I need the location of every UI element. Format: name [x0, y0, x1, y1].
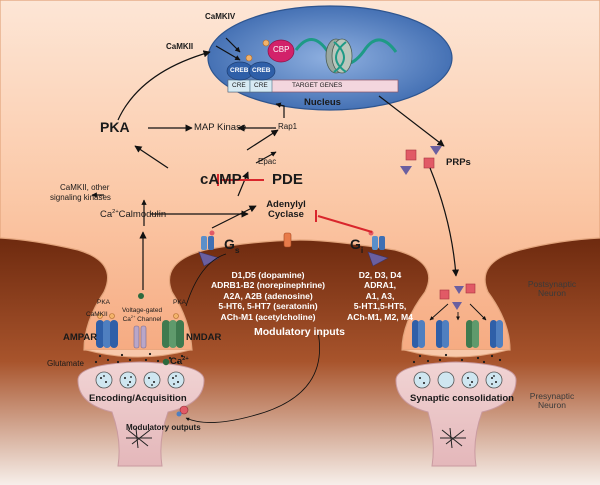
ampar-receptor: [96, 320, 118, 348]
input-item: A1, A3,: [365, 290, 395, 301]
camkiv-label: CaMKIV: [205, 12, 236, 21]
pde-label: PDE: [272, 171, 303, 188]
cre-label-2: CRE: [254, 82, 268, 89]
creb-label-1: CREB: [230, 67, 249, 74]
target-genes-label: TARGET GENES: [292, 82, 343, 89]
inhibition-lines: [217, 174, 373, 233]
adenylyl-cyclase-channel: [283, 232, 292, 248]
pka-label-ampar: PKA: [97, 299, 111, 306]
gs-receptor: [198, 230, 220, 267]
synaptic-consolidation-label: Synaptic consolidation: [410, 393, 514, 404]
glutamate-dots: [94, 352, 502, 364]
epac-label: Epac: [258, 157, 277, 166]
rap1-label: Rap1: [278, 122, 298, 131]
cbp-protein: [267, 39, 295, 63]
postsynaptic-neuron-label: Postsynaptic Neuron: [527, 279, 577, 298]
nmdar-receptor: [162, 320, 184, 348]
gi-label: Gi: [350, 236, 364, 255]
stimulatory-inputs-list: D1,D5 (dopamine) ADRB1-B2 (norepinephrin…: [206, 270, 330, 322]
signaling-kinases-label: signaling kinases: [50, 193, 111, 202]
postsynaptic-neuron: [0, 0, 600, 351]
prps-spine: [439, 283, 476, 310]
vesicles-left: [95, 371, 185, 389]
input-item: 5-HT6, 5-HT7 (seratonin): [218, 301, 318, 312]
chromatin: [294, 38, 398, 74]
cytoskeleton-left: [126, 427, 152, 449]
prps-label: PRPs: [446, 157, 471, 168]
pathway-arrows: [91, 37, 460, 423]
calcium-ion-upper: [138, 293, 144, 299]
prp-spread-arrows: [429, 303, 487, 321]
nmdar-label: NMDAR: [186, 332, 222, 343]
ca-calmodulin-label: Ca2+Calmodulin: [100, 209, 167, 221]
vgcc-channel: [133, 325, 147, 349]
presynaptic-terminal-left: [77, 361, 205, 467]
receptors-right: [412, 320, 503, 348]
synaptic-cleft-region: [0, 238, 600, 485]
map-kinase-label: MAP Kinase: [194, 122, 247, 133]
vgcc-label: Voltage-gated Ca2+ Channel: [121, 307, 163, 323]
pka-label: PKA: [100, 119, 130, 135]
vesicle-contents-left: [100, 375, 179, 386]
input-item: ACh-M1 (acetylcholine): [220, 311, 316, 322]
cre-label-1: CRE: [232, 82, 246, 89]
calcium-ion: [162, 358, 170, 366]
nucleus-title: Nucleus: [304, 97, 341, 108]
cytoskeleton-right: [440, 427, 466, 449]
inhibitory-inputs-list: D2, D3, D4 ADRA1, A1, A3, 5-HT1,5-HT5, A…: [334, 270, 426, 322]
camkii-nucleus-label: CaMKII: [166, 42, 194, 51]
input-item: ACh-M1, M2, M4: [347, 311, 413, 322]
vesicles-right: [413, 371, 503, 389]
glutamate-label: Glutamate: [47, 359, 84, 368]
modulatory-inputs-title: Modulatory inputs: [254, 326, 345, 338]
creb-2: [248, 61, 276, 81]
presynaptic-terminal-right: [395, 361, 517, 467]
vesicle-contents-right: [419, 375, 497, 386]
input-item: D2, D3, D4: [358, 270, 402, 280]
modulatory-outputs-marker: [176, 405, 189, 417]
encoding-acquisition-label: Encoding/Acquisition: [89, 393, 187, 404]
ampar-label: AMPAR: [63, 332, 98, 343]
camkii-other-label: CaMKII, other: [60, 183, 110, 192]
camkii-synapse-label: CaMKII: [86, 311, 108, 318]
modulatory-outputs-label: Modulatory outputs: [126, 423, 201, 432]
input-item: 5-HT1,5-HT5,: [353, 301, 407, 312]
camp-label: cAMP: [200, 171, 242, 188]
presynaptic-neuron-label: Presynaptic Neuron: [529, 391, 575, 410]
input-item: A2A, A2B (adenosine): [223, 290, 313, 301]
input-item: D1,D5 (dopamine): [231, 270, 305, 280]
cbp-label: CBP: [273, 45, 290, 54]
creb-label-2: CREB: [252, 67, 271, 74]
phospho-markers-left: [97, 313, 179, 319]
input-item: ADRA1,: [364, 280, 396, 291]
calcium-label: Ca2+: [170, 356, 189, 368]
prps-soma: [400, 146, 442, 175]
pka-label-nmdar: PKA: [173, 299, 187, 306]
input-item: ADRB1-B2 (norepinephrine): [210, 280, 326, 291]
gs-label: Gs: [224, 236, 240, 255]
